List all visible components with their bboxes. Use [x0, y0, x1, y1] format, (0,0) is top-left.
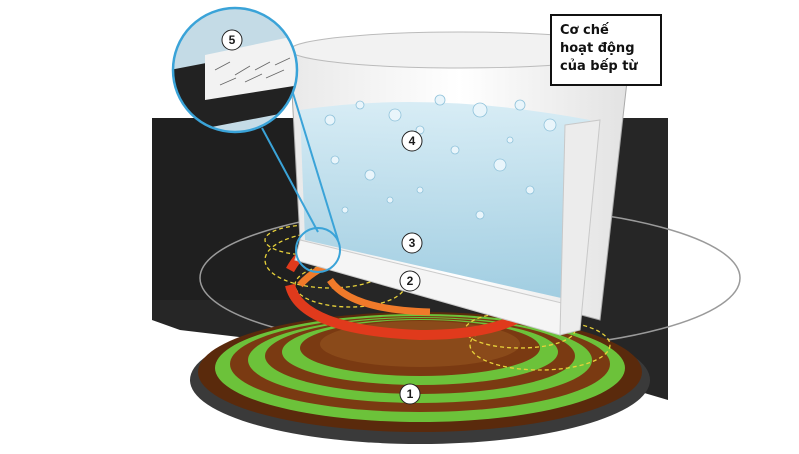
label-3: 3 [401, 232, 423, 254]
title-box: Cơ chế hoạt động của bếp từ [550, 14, 662, 86]
label-4: 4 [401, 130, 423, 152]
label-2-text: 2 [407, 274, 414, 288]
title-line-3: của bếp từ [560, 59, 638, 74]
title-line-2: hoạt động [560, 41, 635, 56]
label-5-text: 5 [229, 33, 236, 47]
label-1-text: 1 [407, 387, 414, 401]
pot [289, 31, 631, 336]
label-1: 1 [399, 383, 421, 405]
label-2: 2 [399, 270, 421, 292]
label-5: 5 [221, 29, 243, 51]
induction-coil [190, 312, 650, 444]
label-4-text: 4 [409, 134, 416, 148]
title-line-1: Cơ chế [560, 23, 609, 38]
water-bubbles [324, 94, 557, 220]
magnifier-circle [171, 6, 341, 273]
label-3-text: 3 [409, 236, 416, 250]
